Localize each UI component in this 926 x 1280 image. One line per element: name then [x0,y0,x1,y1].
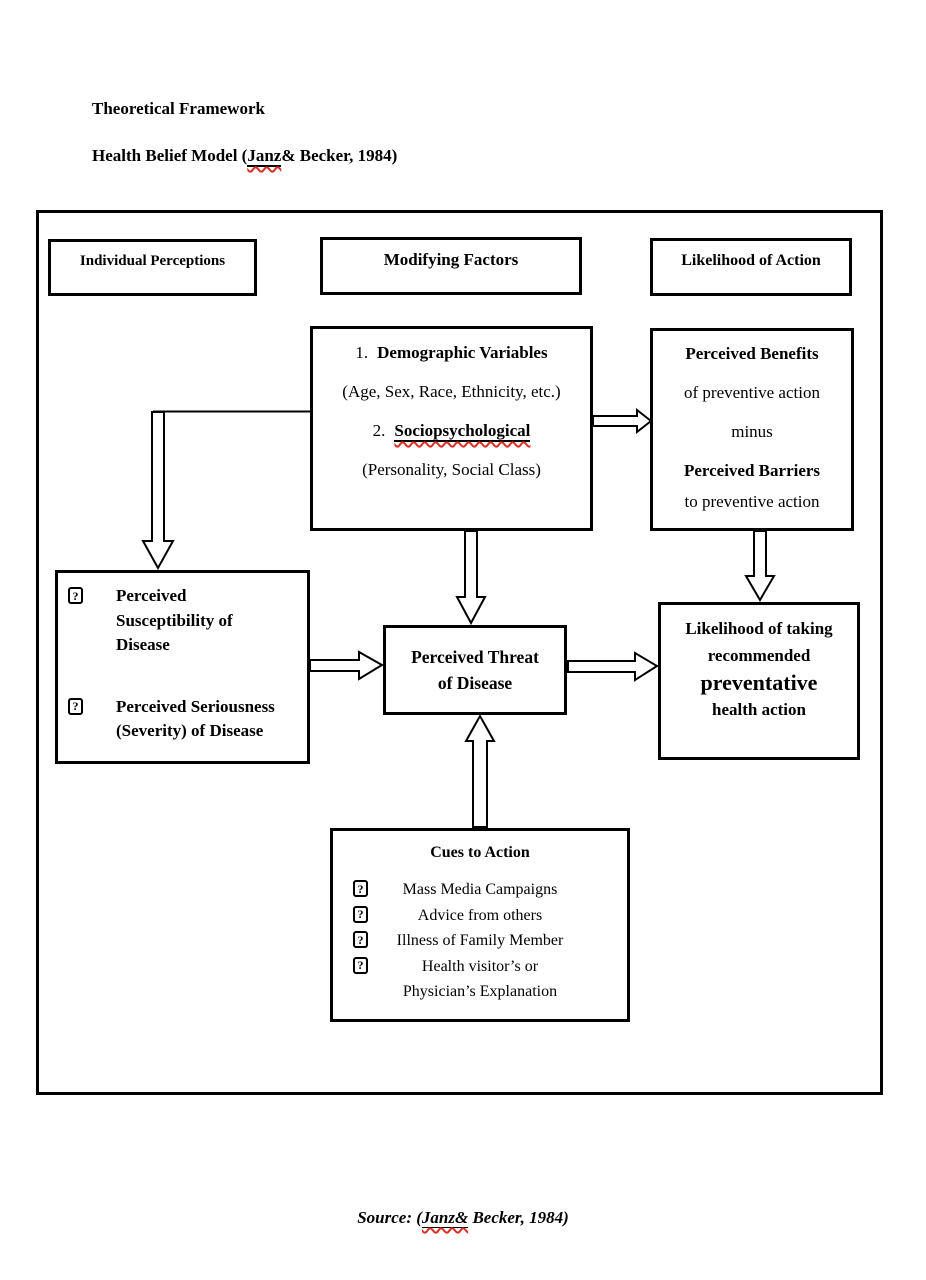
header-modifying-factors: Modifying Factors [320,237,582,295]
action-line-2: recommended [707,646,811,665]
subtitle-suffix: & Becker, 1984) [281,146,398,165]
perceived-barriers-label: Perceived Barriers [683,461,821,480]
source-flagged-word: Janz& [421,1208,469,1228]
source-citation: Source: (Janz& Becker, 1984) [0,1208,926,1228]
sociopsychological-examples-line: (Personality, Social Class) [362,460,541,479]
source-suffix: Becker, 1984) [468,1208,569,1227]
barriers-detail-line: to preventive action [684,492,820,511]
diagram-frame [36,210,883,1095]
cue-item-text: Advice from others [417,906,543,924]
perceived-threat-box: Perceived Threat of Disease [383,625,567,715]
page-title: Theoretical Framework [92,99,265,118]
source-prefix: Source: ( [357,1208,422,1227]
missing-glyph-bullet-icon: ? [353,931,368,948]
minus-line: minus [731,422,773,441]
cue-item: ? Advice from others [333,903,627,929]
susceptibility-item: ? Perceived Susceptibility of Disease [58,584,307,658]
perceived-benefits-label: Perceived Benefits [685,344,819,363]
text-line: Susceptibility of [116,610,233,630]
demographic-variables-label: Demographic Variables [377,343,548,362]
action-line-3: preventative [700,670,818,695]
modifying-factors-box: 1. Demographic Variables (Age, Sex, Race,… [310,326,593,531]
cue-item: ? Health visitor’s or [333,954,627,980]
text-line: Perceived Seriousness [116,696,275,716]
perceptions-box: ? Perceived Susceptibility of Disease ? … [55,570,310,764]
cue-continuation-line: Physician’s Explanation [333,979,627,1005]
text-line: of Disease [437,673,513,693]
benefits-detail-line: of preventive action [684,383,820,402]
missing-glyph-bullet-icon: ? [353,905,368,923]
subtitle-prefix: Health Belief Model ( [92,146,248,165]
missing-glyph-bullet-icon: ? [353,880,368,897]
cue-item: ? Illness of Family Member [333,928,627,954]
cue-item: ? Mass Media Campaigns [333,877,627,903]
cues-list: ? Mass Media Campaigns ? Advice from oth… [333,877,627,1005]
cue-item-text: Illness of Family Member [396,932,564,949]
missing-glyph-bullet-icon: ? [68,587,83,604]
perceived-threat-text: Perceived Threat of Disease [386,628,564,712]
cues-to-action-box: Cues to Action ? Mass Media Campaigns ? … [330,828,630,1022]
susceptibility-text: Perceived Susceptibility of Disease [116,584,233,658]
likelihood-action-box: Likelihood of taking recommended prevent… [658,602,860,760]
text-line: (Severity) of Disease [116,721,264,740]
header-individual-perceptions: Individual Perceptions [48,239,257,296]
demographic-variables-line: 1. Demographic Variables [313,333,590,372]
seriousness-text: Perceived Seriousness (Severity) of Dise… [116,695,275,744]
sociopsychological-line: 2. Sociopsychological [313,411,590,450]
text-line: Disease [116,635,170,654]
text-line: Perceived Threat [411,647,539,667]
page-subtitle: Health Belief Model (Janz& Becker, 1984) [92,146,398,167]
item-number: 1. [355,343,369,362]
cue-item-text: Health visitor’s or [421,957,539,975]
cue-item-text: Physician’s Explanation [402,983,558,1000]
action-line-4: health action [712,700,806,719]
header-likelihood-of-action: Likelihood of Action [650,238,852,296]
missing-glyph-bullet-icon: ? [353,956,368,974]
perceived-benefits-box: Perceived Benefits of preventive action … [650,328,854,531]
text-line: Perceived [116,586,187,605]
cues-title: Cues to Action [430,844,530,861]
seriousness-item: ? Perceived Seriousness (Severity) of Di… [58,695,307,744]
item-number: 2. [372,421,386,440]
demographic-examples-line: (Age, Sex, Race, Ethnicity, etc.) [342,382,561,401]
sociopsychological-label: Sociopsychological [394,421,531,442]
action-line-1: Likelihood of taking [685,619,833,638]
cue-item-text: Mass Media Campaigns [402,881,558,898]
subtitle-flagged-word: Janz [247,146,282,167]
missing-glyph-bullet-icon: ? [68,697,83,715]
